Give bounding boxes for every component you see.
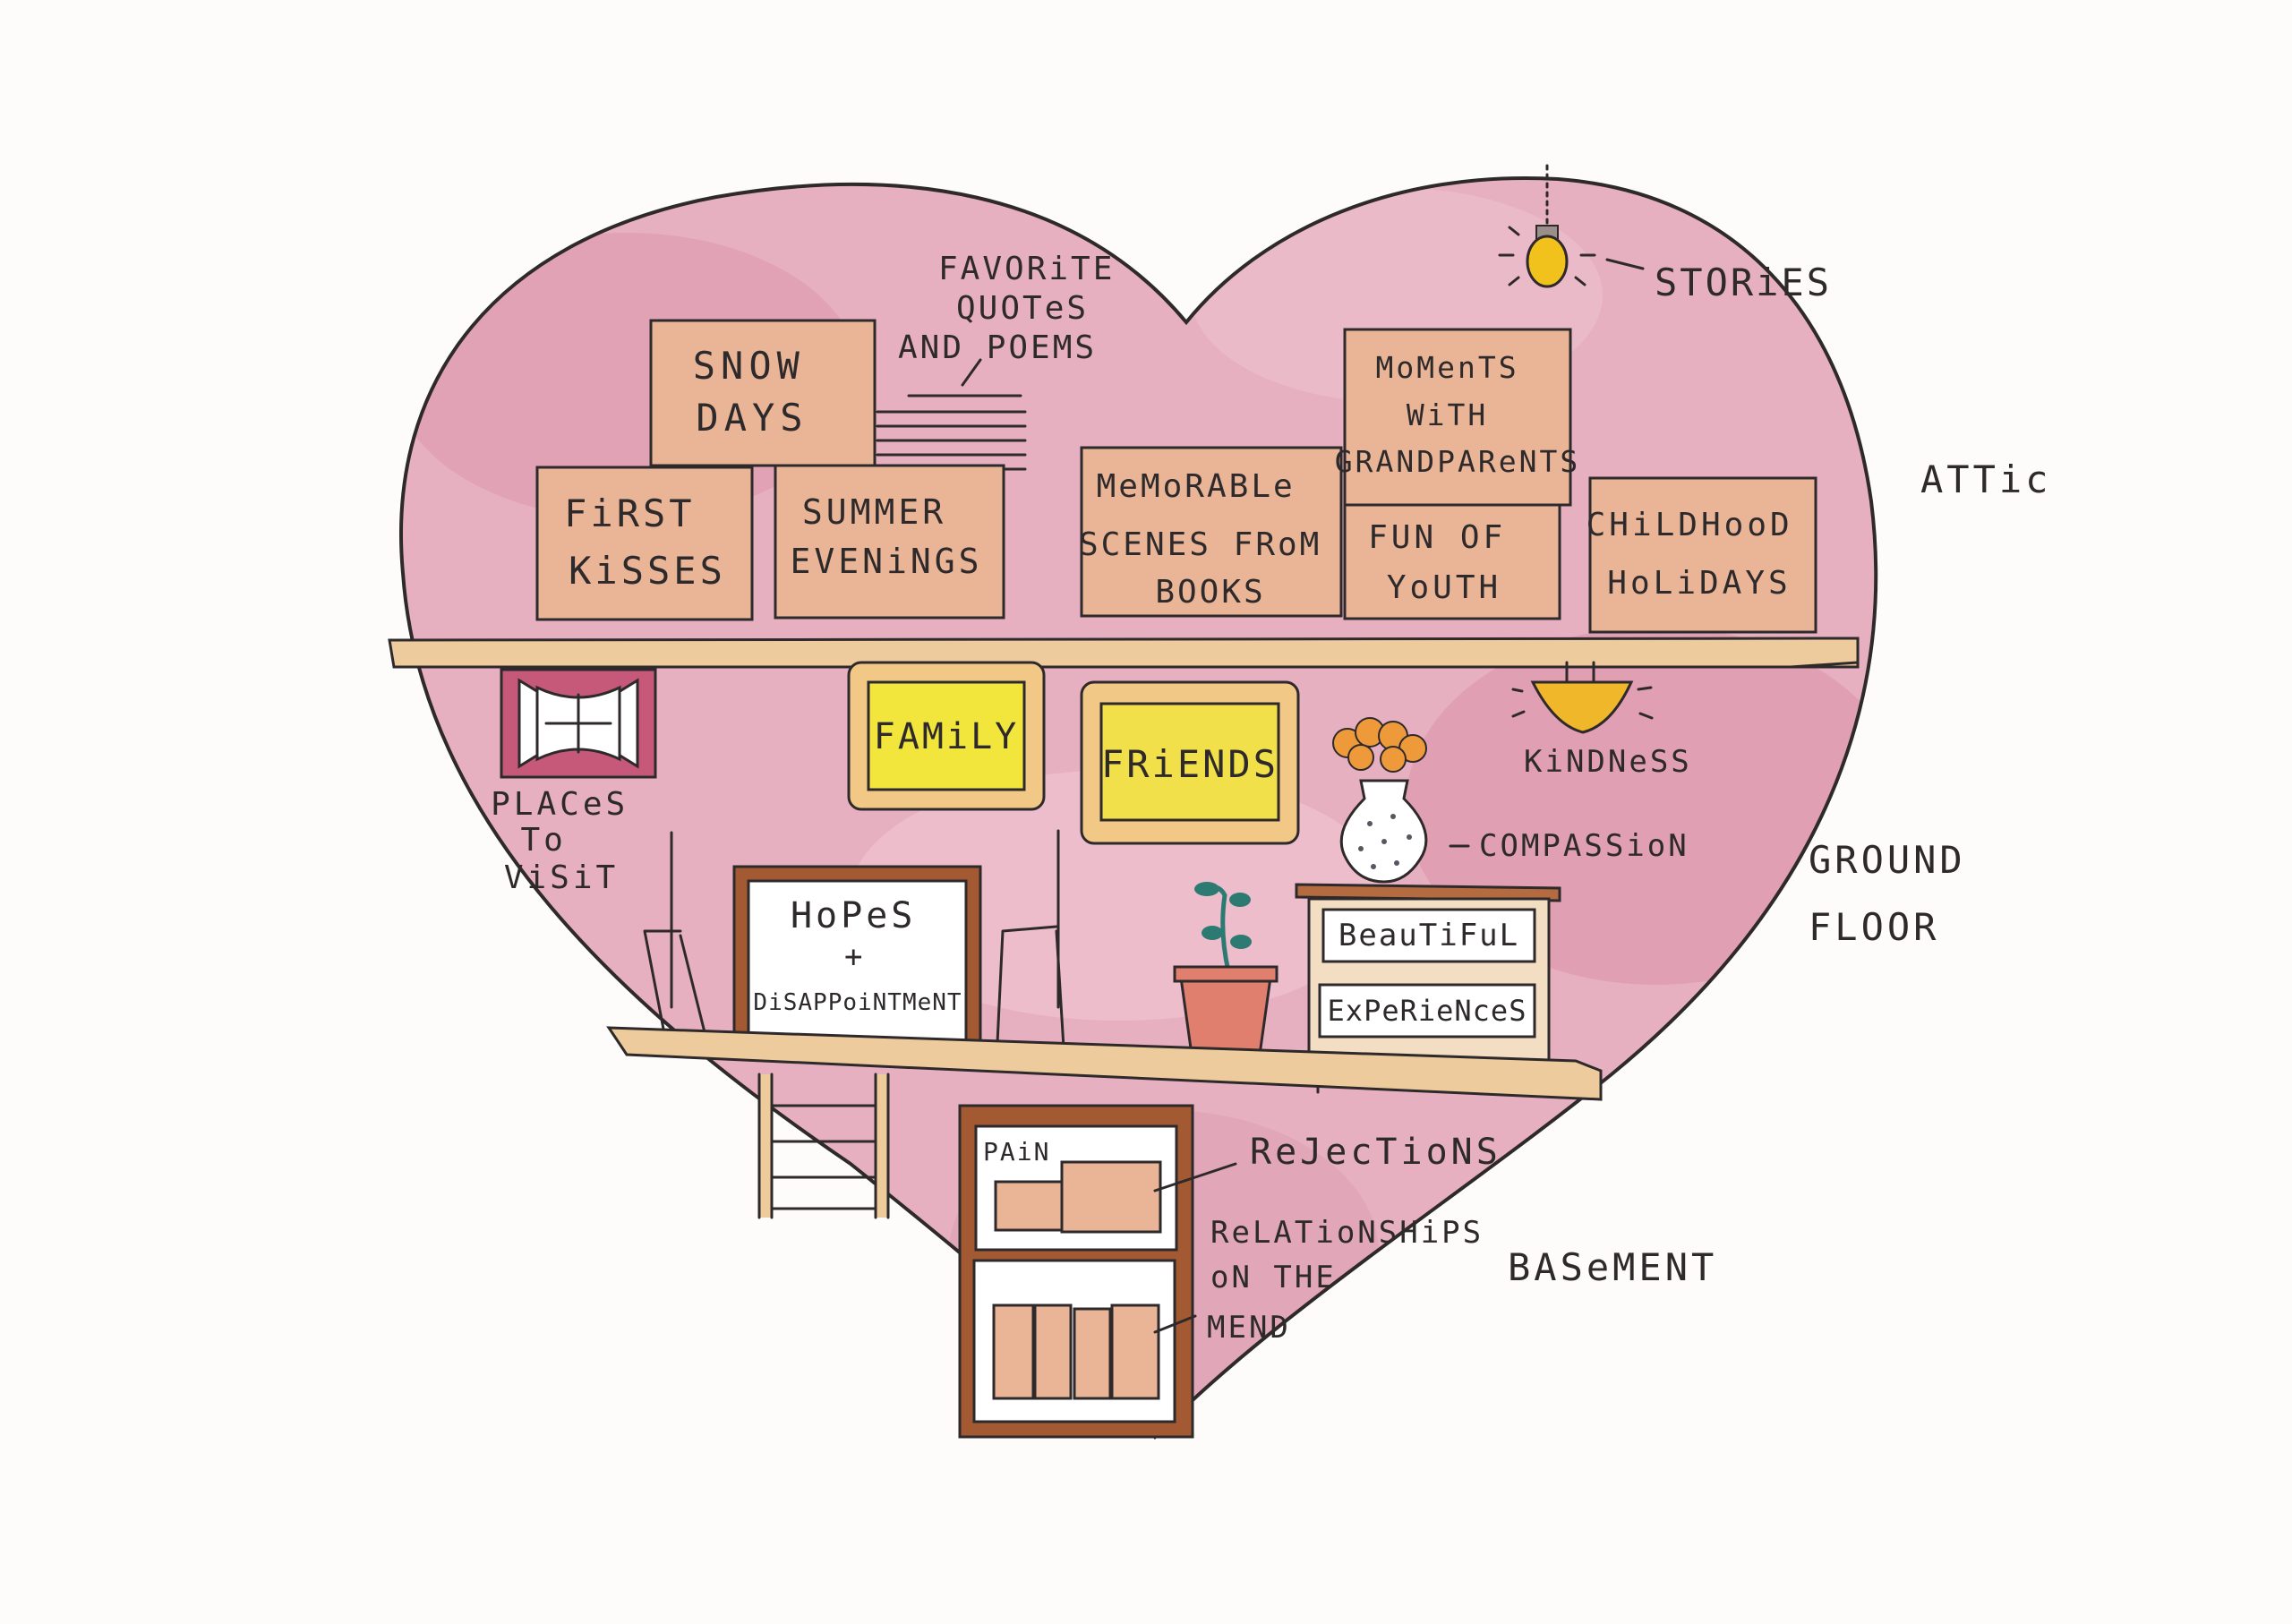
svg-text:FAMiLY: FAMiLY xyxy=(874,716,1020,757)
svg-text:BeauTiFuL: BeauTiFuL xyxy=(1338,918,1519,953)
box-memorable-scenes: MeMoRABLe SCENES FRoM BOOKS xyxy=(1079,446,1344,618)
ground-floor-shelf xyxy=(606,1026,1603,1101)
box-fun-of-youth: FUN OF YoUTH xyxy=(1343,503,1561,620)
svg-text:CHiLDHooD HoLiDAYS: CHiLDHooD HoLiDAYS xyxy=(1586,507,1817,602)
potted-plant-icon xyxy=(1173,882,1279,1063)
compassion-label: COMPASSioN xyxy=(1479,828,1689,864)
stories-label: STORiES xyxy=(1655,261,1832,304)
ladder-icon xyxy=(757,1073,890,1219)
box-first-kisses: FiRST KiSSES xyxy=(535,466,754,621)
box-moments-with-grandparents: MoMenTS WiTH GRANDPAReNTS xyxy=(1335,328,1580,507)
box-summer-evenings: SUMMER EVENiNGS xyxy=(774,464,1005,620)
box-childhood-holidays: CHiLDHooD HoLiDAYS xyxy=(1586,476,1817,634)
kindness-label: KiNDNeSS xyxy=(1524,744,1692,780)
svg-text:HoPeS + DiSAPPoiNT: HoPeS + DiSAPPoiNTMeNT xyxy=(753,895,962,1016)
light-bulb-icon xyxy=(1498,164,1596,288)
basement-floor-label: BASeMENT xyxy=(1508,1245,1717,1289)
attic-floor-label: ATTic xyxy=(1920,457,2051,501)
box-snow-days: SNOW DAYS xyxy=(649,319,877,467)
attic-floor-shelf xyxy=(388,637,1860,669)
svg-text:MeMoRABLe SCENES FRoM: MeMoRABLe SCENES FRoM BOOKS xyxy=(1079,468,1344,611)
chair-right xyxy=(996,829,1065,1049)
chair-left xyxy=(643,831,709,1049)
friends-picture-frame: FRiENDS xyxy=(1080,680,1300,845)
svg-text:FiRST KiSSES: FiRST KiSSES xyxy=(564,491,726,593)
ground-floor-label: GROUND FLOOR xyxy=(1809,838,1992,949)
hopes-board: HoPeS + DiSAPPoiNTMeNT xyxy=(732,865,982,1056)
flower-vase-icon xyxy=(1332,717,1428,884)
places-to-visit-label: PLACeS To ViSiT xyxy=(491,786,652,896)
relationships-label: ReLATioNSHiPS oN THE MEND xyxy=(1207,1215,1505,1346)
svg-text:SNOW DAYS: SNOW DAYS xyxy=(693,344,833,440)
svg-text:FRiENDS: FRiENDS xyxy=(1101,742,1279,786)
pain-label: PAiN xyxy=(983,1137,1050,1167)
svg-text:ExPeRieNceS: ExPeRieNceS xyxy=(1328,994,1527,1028)
svg-text:MoMenTS WiTH GRAND: MoMenTS WiTH GRANDPAReNTS xyxy=(1335,350,1580,479)
svg-text:FUN OF YoUTH: FUN OF YoUTH xyxy=(1368,519,1529,606)
family-picture-frame: FAMiLY xyxy=(847,661,1046,811)
svg-text:SUMMER EVENiNGS: SUMMER EVENiNGS xyxy=(790,492,982,581)
rejections-label: ReJecTioNS xyxy=(1250,1132,1501,1173)
window-icon xyxy=(500,668,657,779)
cabinet-beautiful-experiences: BeauTiFuL ExPeRieNceS xyxy=(1295,883,1561,1094)
quotes-label: FAVORiTE QUOTeS AND POEMS xyxy=(898,251,1137,366)
stories-leader-line xyxy=(1605,258,1645,270)
kindness-lamp-icon xyxy=(1511,661,1654,734)
basement-cabinet: PAiN xyxy=(958,1104,1194,1439)
